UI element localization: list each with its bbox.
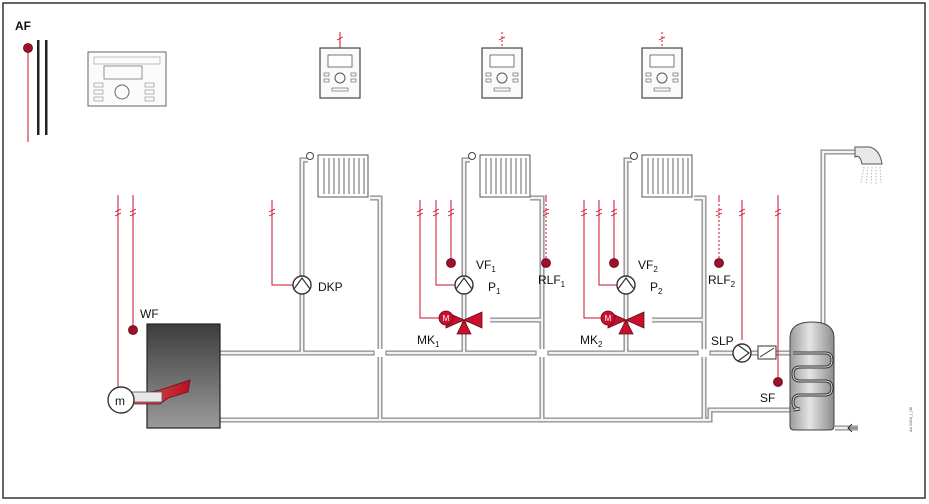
room-controller-circuit1-icon: [481, 47, 523, 99]
svg-text:M: M: [443, 314, 450, 323]
label-af: AF: [15, 19, 31, 33]
sensor-vf1-icon: [446, 258, 456, 268]
pump-slp-icon: [732, 343, 752, 363]
label-vf2: VF2: [638, 258, 658, 274]
radiator-circuit2-icon: [641, 154, 693, 198]
label-slp: SLP: [711, 334, 734, 348]
label-motor-m: m: [115, 394, 125, 408]
mixing-valve-mk1-icon: M: [438, 310, 483, 335]
label-dkp: DKP: [318, 280, 343, 294]
outdoor-sensor-af: [23, 40, 48, 135]
room-controller-dkp-icon: [319, 47, 361, 99]
label-mk2: MK2: [580, 333, 603, 349]
label-sf: SF: [760, 391, 775, 405]
check-valve-icon: [757, 345, 777, 360]
mixing-valve-mk2-icon: M: [600, 310, 645, 335]
pump-p2-icon: [616, 275, 636, 295]
label-wf: WF: [140, 307, 159, 321]
label-rlf1: RLF1: [538, 273, 566, 289]
sensor-rlf1-icon: [541, 258, 551, 268]
sensor-rlf2-icon: [714, 258, 724, 268]
shower-head-icon: [854, 146, 883, 185]
burner-motor-icon: [107, 386, 135, 414]
sensor-vf2-icon: [609, 258, 619, 268]
svg-text:M: M: [605, 314, 612, 323]
label-p1: P1: [488, 280, 501, 296]
room-controller-circuit2-icon: [641, 47, 683, 99]
signal-wiring: [27, 32, 782, 388]
pump-dkp-icon: [292, 275, 312, 295]
label-vf1: VF1: [476, 258, 496, 274]
label-rlf2: RLF2: [708, 273, 736, 289]
pump-p1-icon: [454, 275, 474, 295]
label-mk1: MK1: [417, 333, 440, 349]
figure-code: Ari 2004_/_08: [908, 406, 913, 432]
radiator-dkp-icon: [317, 154, 369, 198]
radiator-circuit1-icon: [479, 154, 531, 198]
sensor-wf-icon: [128, 325, 138, 335]
sensor-sf-icon: [773, 377, 783, 387]
main-controller-icon: [87, 51, 167, 107]
label-p2: P2: [650, 280, 663, 296]
boiler-icon: [127, 323, 221, 429]
hot-water-tank-icon: [789, 321, 835, 431]
